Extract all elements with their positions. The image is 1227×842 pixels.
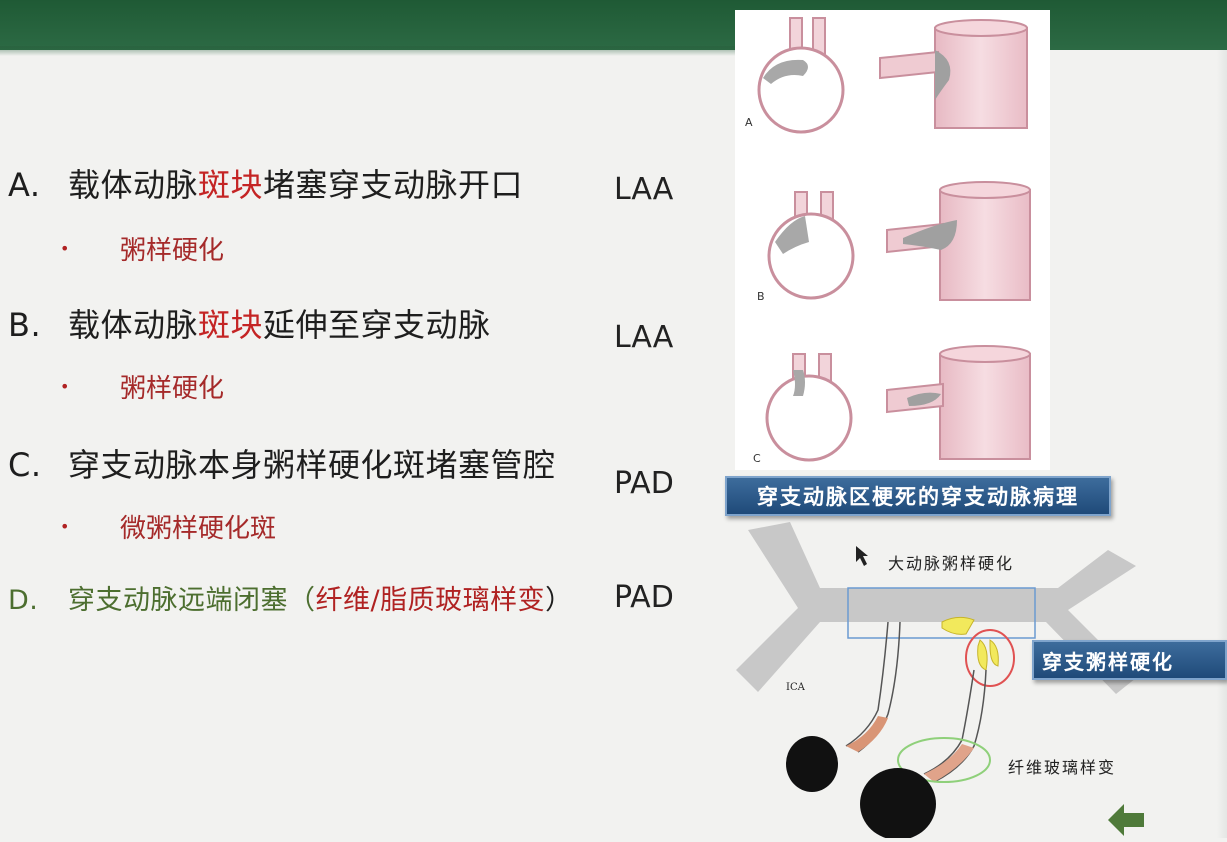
panel-a-illustration [757, 17, 1028, 134]
vessel-tree-illustration [736, 522, 1144, 840]
cursor-icon [856, 546, 868, 566]
item-a-highlight: 斑块 [198, 166, 264, 204]
item-b-text-1: 载体动脉 [68, 306, 199, 344]
panel-label-c: C [753, 452, 761, 465]
item-d: D. 穿支动脉远端闭塞（纤维/脂质玻璃样变） [8, 578, 573, 617]
item-d-letter: D. [8, 585, 39, 616]
artery-illustrations [757, 17, 1031, 462]
item-a-text-1: 载体动脉 [68, 166, 199, 204]
item-b-sub-text: 粥样硬化 [120, 374, 225, 404]
item-c-tag: PAD [614, 466, 674, 501]
item-a-sub: • 粥样硬化 [60, 230, 224, 267]
item-b-sub: • 粥样硬化 [60, 368, 224, 405]
slide-right-edge [1217, 50, 1227, 838]
bullet-icon: • [60, 377, 70, 396]
label-aorta-athero: 大动脉粥样硬化 [888, 554, 1015, 573]
item-c-text: 穿支动脉本身粥样硬化斑堵塞管腔 [68, 446, 556, 484]
perforator-diagram: 大动脉粥样硬化 ICA 纤维玻璃样变 [728, 470, 1227, 840]
item-c-letter: C. [8, 446, 42, 484]
artery-figure-panel: A B C [735, 10, 1050, 470]
back-arrow-icon [1108, 804, 1144, 836]
item-b-tag: LAA [614, 320, 674, 355]
item-a-text-2: 堵塞穿支动脉开口 [263, 166, 524, 204]
item-a-tag: LAA [614, 172, 674, 207]
item-d-tag: PAD [614, 580, 674, 615]
item-c: C. 穿支动脉本身粥样硬化斑堵塞管腔 [8, 440, 556, 486]
panel-b-illustration [767, 181, 1031, 301]
item-c-sub: • 微粥样硬化斑 [60, 508, 276, 545]
item-a-sub-text: 粥样硬化 [120, 236, 225, 266]
diagram-title-banner: 穿支动脉区梗死的穿支动脉病理 [725, 476, 1111, 516]
item-c-sub-text: 微粥样硬化斑 [120, 514, 277, 544]
item-b-highlight: 斑块 [198, 306, 264, 344]
perforator-athero-banner: 穿支粥样硬化 [1032, 640, 1227, 680]
banner-shadow [0, 46, 740, 56]
item-b-text-2: 延伸至穿支动脉 [263, 306, 491, 344]
item-d-highlight: 纤维/脂质玻璃样变 [315, 585, 546, 616]
item-a-letter: A. [8, 166, 41, 204]
item-b-letter: B. [8, 306, 42, 344]
item-b: B. 载体动脉斑块延伸至穿支动脉 [8, 300, 491, 346]
panel-label-b: B [757, 290, 765, 303]
item-d-text: 穿支动脉远端闭塞（ [68, 585, 316, 616]
panel-c-illustration [765, 345, 1031, 462]
panel-label-a: A [745, 116, 753, 129]
item-a: A. 载体动脉斑块堵塞穿支动脉开口 [8, 160, 523, 206]
bullet-icon: • [60, 517, 70, 536]
label-ica: ICA [786, 682, 805, 693]
bullet-icon: • [60, 239, 70, 258]
label-fibrohyaline: 纤维玻璃样变 [1008, 758, 1117, 777]
item-d-close: ） [545, 585, 573, 616]
